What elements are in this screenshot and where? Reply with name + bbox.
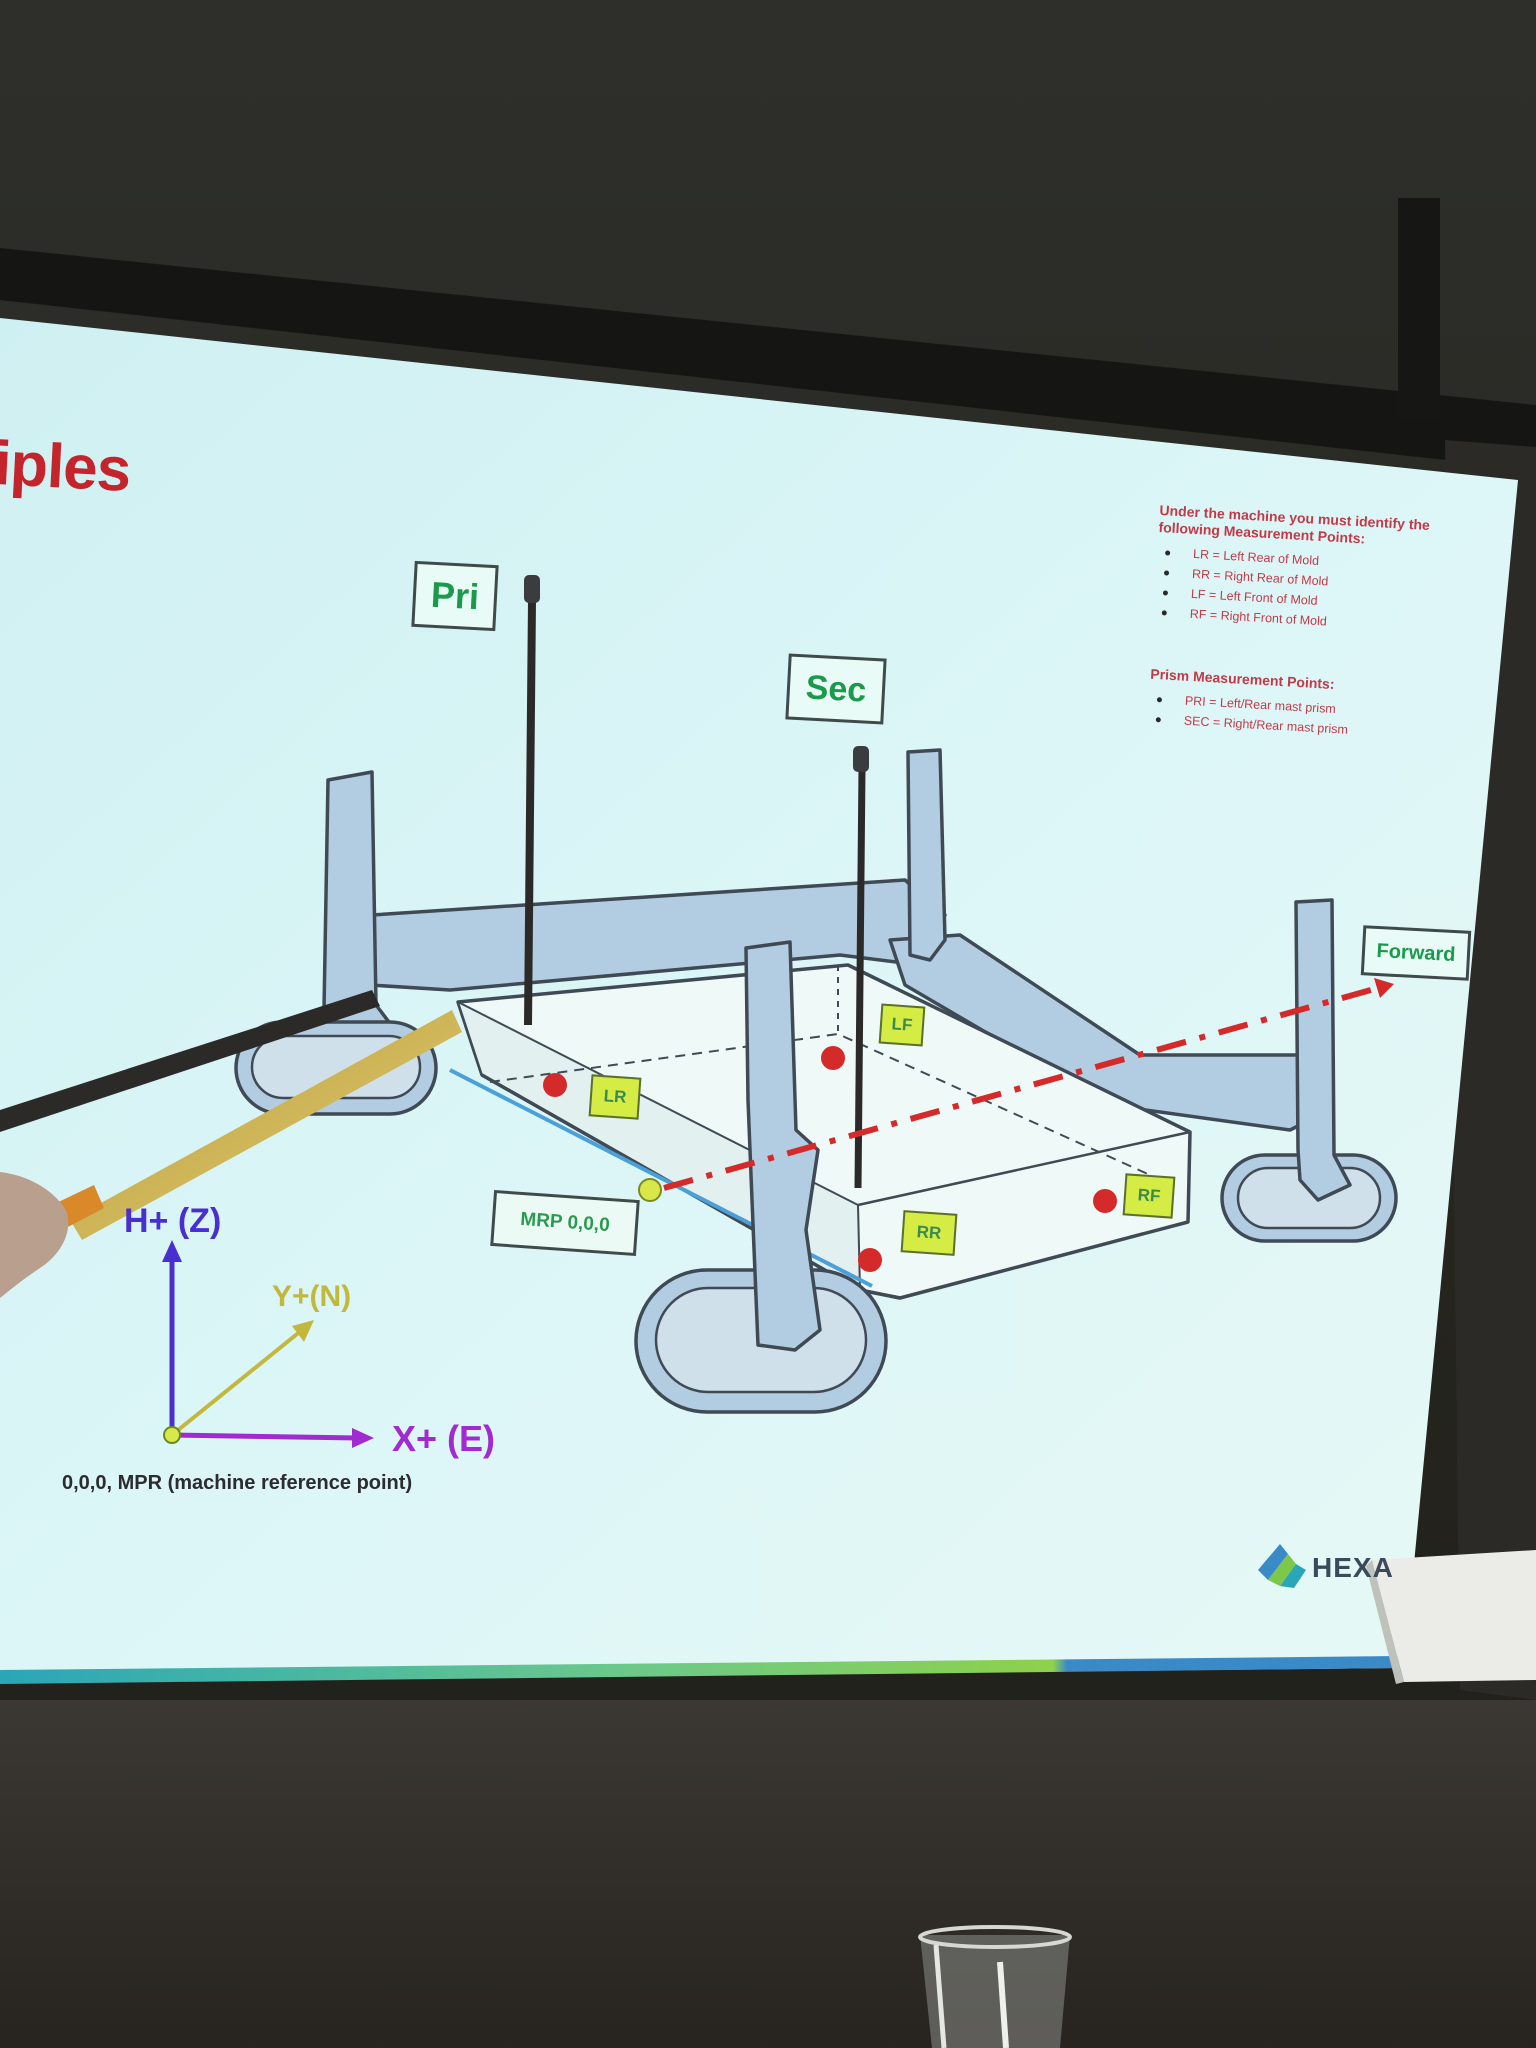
axis-h-label: H+ (Z) (124, 1202, 222, 1240)
hexagon-logo-icon (1258, 1544, 1306, 1588)
measurement-list: LR = Left Rear of Mold RR = Right Rear o… (1153, 542, 1457, 639)
point-tag-lf: LF (878, 1003, 926, 1047)
sec-label: Sec (785, 653, 887, 725)
pri-label: Pri (411, 560, 499, 632)
measurement-dots (543, 1046, 1117, 1272)
point-tag-rf: RF (1122, 1173, 1176, 1219)
forward-label: Forward (1360, 925, 1472, 981)
point-tag-rr: RR (900, 1210, 958, 1256)
axis-x-label: X+ (E) (392, 1418, 496, 1459)
axis-y-label: Y+(N) (272, 1280, 352, 1313)
origin-caption: 0,0,0, MPR (machine reference point) (62, 1472, 413, 1494)
water-glass (918, 1925, 1072, 2048)
slide-title: iples (0, 428, 133, 506)
mrp-label: MRP 0,0,0 (490, 1189, 640, 1257)
measurement-notes: Under the machine you must identify the … (1147, 502, 1459, 745)
point-tag-lr: LR (588, 1074, 642, 1120)
mast-lines (524, 575, 869, 1189)
logo-text: HEXA (1312, 1552, 1394, 1583)
axis-arrows (162, 1240, 374, 1448)
